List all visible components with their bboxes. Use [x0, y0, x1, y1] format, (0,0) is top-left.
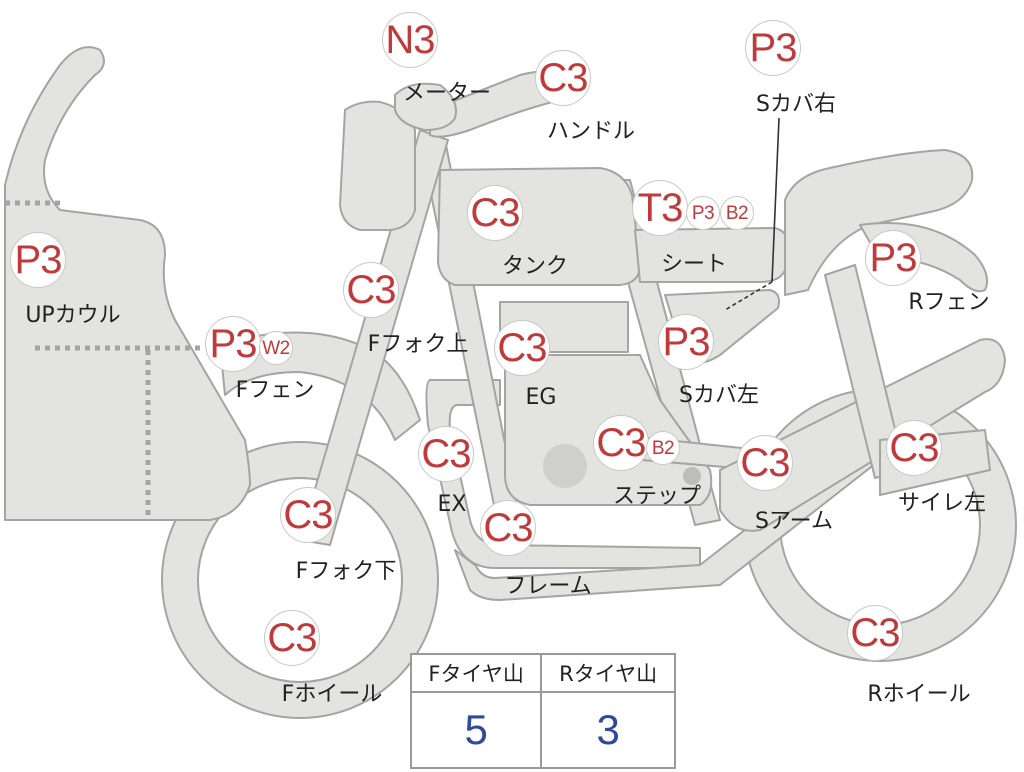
tank-code-badge: C3	[467, 185, 523, 241]
up-cowl-code-badge: P3	[10, 232, 66, 288]
step-code-badge-1: C3	[593, 415, 649, 471]
f-wheel-label: Fホイール	[281, 682, 383, 707]
seat-label: シート	[660, 252, 728, 277]
front-wheel-shape	[161, 441, 439, 719]
seat-code-badge-1: T3	[632, 180, 688, 236]
seat-code-badge-2: P3	[686, 196, 720, 230]
up-cowl-label: UPカウル	[25, 303, 121, 328]
s-cover-right-code-badge: P3	[745, 20, 801, 76]
s-cover-right-label: Sカバ右	[756, 92, 836, 117]
tire-tread-table: Fタイヤ山 Rタイヤ山 5 3	[409, 653, 676, 769]
swing-arm-code-badge: C3	[737, 435, 793, 491]
s-cover-left-label: Sカバ左	[679, 383, 759, 408]
meter-shape	[394, 82, 457, 131]
front-tread-header: Fタイヤ山	[409, 653, 543, 693]
step-label: ステップ	[612, 484, 702, 509]
meter-label: メーター	[402, 81, 492, 106]
f-fork-lower-code-badge: C3	[280, 487, 336, 543]
leader-line	[771, 117, 780, 283]
rear-tread-header: Rタイヤ山	[540, 653, 676, 693]
handle-label: ハンドル	[546, 119, 636, 144]
seat-code-badge-3: B2	[720, 196, 754, 230]
r-wheel-code-badge: C3	[847, 605, 903, 661]
tank-label: タンク	[501, 254, 569, 279]
engine-cover-shape	[543, 444, 587, 488]
front-tread-value: 5	[409, 691, 543, 769]
engine-label: EG	[525, 385, 557, 410]
r-wheel-label: Rホイール	[867, 682, 971, 707]
s-cover-left-code-badge: P3	[658, 314, 714, 370]
swing-arm-label: Sアーム	[755, 509, 833, 534]
engine-code-badge: C3	[494, 320, 550, 376]
exhaust-code-badge: C3	[418, 426, 474, 482]
muffler-left-label: サイレ左	[897, 491, 987, 516]
frame-shape	[425, 379, 701, 569]
r-fender-label: Rフェン	[908, 290, 990, 315]
meter-code-badge: N3	[382, 12, 438, 68]
leader-line-dashed	[724, 281, 773, 311]
rear-tread-value: 3	[540, 691, 676, 769]
frame-code-badge: C3	[480, 500, 536, 556]
f-fork-upper-label: Fフォク上	[367, 332, 469, 357]
engine-bolt-shape	[683, 467, 701, 485]
f-fender-code-badge-1: P3	[205, 316, 261, 372]
r-fender-code-badge: P3	[865, 230, 921, 286]
exhaust-label: EX	[437, 492, 467, 517]
upcowl-shape	[4, 46, 251, 521]
headlight-shape	[339, 100, 416, 231]
f-fender-label: Fフェン	[235, 378, 315, 403]
f-fork-upper-code-badge: C3	[343, 262, 399, 318]
f-wheel-code-badge: C3	[264, 610, 320, 666]
handle-code-badge: C3	[535, 50, 591, 106]
f-fork-lower-label: Fフォク下	[295, 559, 397, 584]
frame-label: フレーム	[504, 574, 592, 599]
muffler-left-code-badge: C3	[886, 420, 942, 476]
swingarm-shape	[719, 338, 1006, 532]
f-fender-code-badge-2: W2	[259, 331, 293, 365]
step-code-badge-2: B2	[646, 431, 680, 465]
